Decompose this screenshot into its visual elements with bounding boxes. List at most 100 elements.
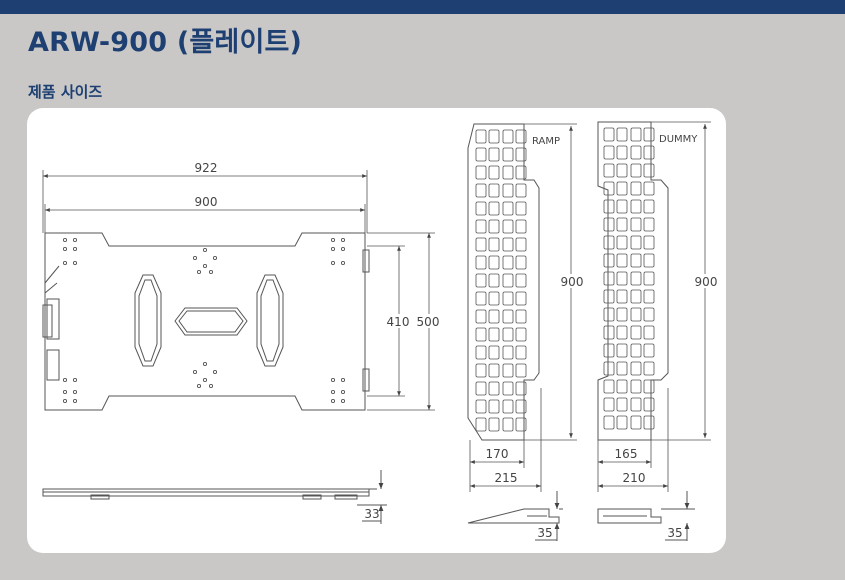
grid-cell	[616, 127, 628, 142]
grid-cell	[603, 199, 615, 214]
grid-cell	[616, 163, 628, 178]
grid-cell	[616, 145, 628, 160]
grid-cell	[488, 345, 500, 360]
grid-cell	[475, 273, 487, 288]
grid-cell	[630, 397, 642, 412]
grid-cell	[643, 145, 655, 160]
grid-cell	[488, 129, 500, 144]
grid-cell	[515, 237, 527, 252]
grid-cell	[488, 255, 500, 270]
plate-side-view	[42, 470, 387, 524]
hex-center	[174, 307, 248, 336]
dummy-dimensions	[597, 121, 711, 492]
dummy-label: DUMMY	[659, 134, 698, 145]
grid-cell	[630, 325, 642, 340]
ramp-label: RAMP	[532, 136, 560, 147]
grid-cell	[515, 363, 527, 378]
grid-cell	[630, 271, 642, 286]
grid-cell	[515, 183, 527, 198]
grid-cell	[475, 237, 487, 252]
grid-cell	[475, 309, 487, 324]
grid-cell	[475, 291, 487, 306]
grid-cell	[475, 201, 487, 216]
grid-cell	[515, 381, 527, 396]
grid-cell	[475, 255, 487, 270]
dim-dummy-length: 900	[695, 275, 718, 289]
grid-cell	[616, 253, 628, 268]
grid-cell	[502, 417, 514, 432]
dummy-outline	[597, 121, 669, 441]
grid-cell	[616, 325, 628, 340]
grid-cell	[603, 253, 615, 268]
grid-cell	[488, 165, 500, 180]
grid-cell	[603, 325, 615, 340]
grid-cell	[475, 129, 487, 144]
grid-cell	[603, 379, 615, 394]
grid-cell	[488, 273, 500, 288]
grid-cell	[616, 415, 628, 430]
plate-holes	[62, 237, 346, 404]
grid-cell	[630, 217, 642, 232]
grid-cell	[488, 363, 500, 378]
grid-cell	[616, 181, 628, 196]
section-title: 제품 사이즈	[28, 83, 103, 101]
drawing-panel: 922 900 410 500 33 RAMP 900 170 215	[27, 108, 726, 553]
grid-cell	[603, 397, 615, 412]
grid-cell	[630, 307, 642, 322]
dummy-top-view	[597, 121, 669, 441]
grid-cell	[515, 201, 527, 216]
grid-cell	[502, 129, 514, 144]
grid-cell	[643, 397, 655, 412]
grid-cell	[603, 343, 615, 358]
grid-cell	[515, 327, 527, 342]
grid-cell	[475, 399, 487, 414]
grid-cell	[603, 415, 615, 430]
grid-cell	[616, 361, 628, 376]
grid-cell	[643, 127, 655, 142]
hex-right	[256, 274, 284, 367]
grid-cell	[515, 417, 527, 432]
grid-cell	[488, 183, 500, 198]
dim-ramp-length: 900	[561, 275, 584, 289]
grid-cell	[475, 219, 487, 234]
grid-cell	[643, 325, 655, 340]
dummy-side-view	[597, 491, 695, 541]
dummy-grid	[603, 127, 655, 430]
dim-ramp-overall-width: 215	[495, 471, 518, 485]
grid-cell	[603, 145, 615, 160]
grid-cell	[616, 379, 628, 394]
dim-dummy-inner-width: 165	[615, 447, 638, 461]
grid-cell	[616, 271, 628, 286]
technical-drawing: 922 900 410 500 33 RAMP 900 170 215	[42, 121, 721, 541]
grid-cell	[502, 201, 514, 216]
grid-cell	[630, 361, 642, 376]
grid-cell	[502, 363, 514, 378]
grid-cell	[630, 289, 642, 304]
grid-cell	[515, 129, 527, 144]
grid-cell	[515, 291, 527, 306]
dim-plate-inner-width: 900	[195, 195, 218, 209]
ramp-grid	[475, 129, 527, 432]
header-bar	[0, 0, 845, 14]
grid-cell	[630, 343, 642, 358]
grid-cell	[475, 327, 487, 342]
grid-cell	[488, 327, 500, 342]
grid-cell	[502, 291, 514, 306]
grid-cell	[643, 307, 655, 322]
grid-cell	[643, 415, 655, 430]
grid-cell	[502, 237, 514, 252]
grid-cell	[502, 147, 514, 162]
grid-cell	[502, 327, 514, 342]
grid-cell	[630, 127, 642, 142]
grid-cell	[643, 361, 655, 376]
grid-cell	[643, 163, 655, 178]
grid-cell	[630, 163, 642, 178]
plate-dimensions	[42, 170, 435, 411]
grid-cell	[502, 273, 514, 288]
grid-cell	[475, 363, 487, 378]
grid-cell	[643, 199, 655, 214]
grid-cell	[488, 309, 500, 324]
ramp-outline	[467, 123, 540, 441]
grid-cell	[515, 165, 527, 180]
dim-plate-inner-depth: 410	[387, 315, 410, 329]
